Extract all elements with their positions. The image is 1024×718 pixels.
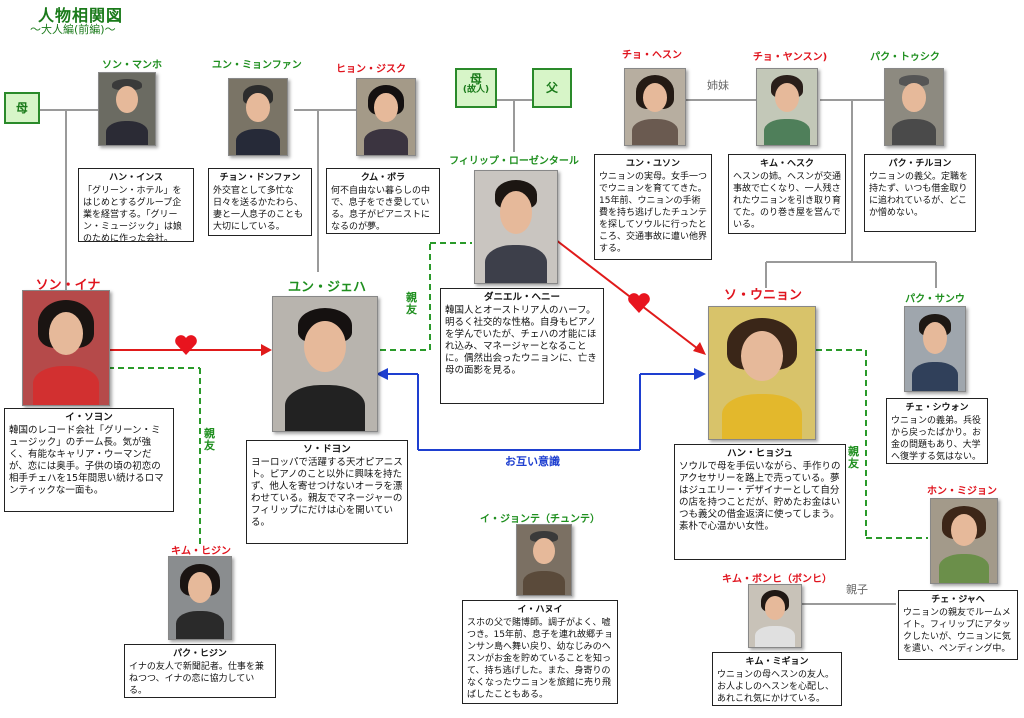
portrait-photo bbox=[98, 72, 156, 146]
sisters-label: 姉妹 bbox=[707, 79, 729, 92]
portrait-photo bbox=[272, 296, 378, 432]
mother-tag: 母 bbox=[4, 92, 40, 124]
role-name: ソン・イナ bbox=[35, 278, 101, 293]
character-card: イ・ソヨン韓国のレコード会社「グリーン・ミュージック」のチーム長。気が強く、有能… bbox=[4, 408, 174, 512]
character-card: ハン・インス「グリーン・ホテル」をはじめとするグループ企業を経営する。「グリーン… bbox=[78, 168, 194, 242]
portrait-photo bbox=[228, 78, 288, 156]
role-name: キム・ボンヒ（ボンヒ） bbox=[722, 574, 832, 585]
best-friend-label: 親友 bbox=[406, 291, 417, 316]
role-name: パク・トゥシク bbox=[870, 52, 940, 63]
deceased-mother-tag: 母(故人) bbox=[455, 68, 497, 108]
role-name: チョ・ヘスン bbox=[622, 50, 682, 61]
role-name: チョ・ヤンスン) bbox=[752, 52, 828, 63]
portrait-photo bbox=[516, 524, 572, 596]
page-subtitle: ～大人編(前編)～ bbox=[30, 23, 116, 36]
portrait-photo bbox=[624, 68, 686, 146]
character-card: パク・ヒジンイナの友人で新聞記者。仕事を兼ねつつ、イナの恋に協力している。 bbox=[124, 644, 276, 698]
heart-icon bbox=[628, 293, 650, 313]
portrait-photo bbox=[708, 306, 816, 440]
portrait-photo bbox=[22, 290, 110, 406]
portrait-photo bbox=[756, 68, 818, 146]
character-card: ユン・ユソンウニョンの実母。女手一つでウニョンを育ててきた。15年前、ウニョンの… bbox=[594, 154, 712, 260]
character-card: キム・ミギョンウニョンの母ヘスンの友人。お人よしのヘスンを心配し、あれこれ気にか… bbox=[712, 652, 842, 706]
heart-icon bbox=[175, 335, 197, 355]
father-tag: 父 bbox=[532, 68, 572, 108]
role-name: ヒョン・ジスク bbox=[336, 64, 406, 75]
parent-child-label: 親子 bbox=[846, 583, 868, 596]
role-name: ユン・ジェハ bbox=[287, 280, 366, 295]
role-name: ソン・マンホ bbox=[102, 60, 162, 71]
character-card: イ・ハヌイスホの父で賭博師。調子がよく、嘘つき。15年前、息子を連れ故郷チョンサ… bbox=[462, 600, 618, 704]
character-card: チェ・シウォンウニョンの義弟。兵役から戻ったばかり。お金の問題もあり、大学へ復学… bbox=[886, 398, 988, 464]
best-friend-label: 親友 bbox=[204, 427, 215, 452]
character-card: ダニエル・ヘニー韓国人とオーストリア人のハーフ。明るく社交的な性格。自身もピアノ… bbox=[440, 288, 604, 404]
role-name: ソ・ウニョン bbox=[723, 288, 802, 303]
portrait-photo bbox=[904, 306, 966, 392]
best-friend-label: 親友 bbox=[848, 445, 859, 470]
portrait-photo bbox=[474, 170, 558, 284]
page-title: 人物相関図 bbox=[38, 6, 124, 25]
role-name: ユン・ミョンファン bbox=[212, 60, 302, 71]
character-card: チェ・ジャヘウニョンの親友でルームメイト。フィリップにアタックしたいが、ウニョン… bbox=[898, 590, 1018, 660]
role-name: ホン・ミジョン bbox=[927, 486, 997, 497]
character-card: パク・チルヨンウニョンの義父。定職を持たず、いつも借金取りに追われているが、どこ… bbox=[864, 154, 976, 232]
character-card: キム・ヘスクヘスンの姉。ヘスンが交通事故で亡くなり、一人残されたウニョンを引き取… bbox=[728, 154, 846, 234]
character-card: ソ・ドヨンヨーロッパで活躍する天才ピアニスト。ピアノのこと以外に興味を持たず、他… bbox=[246, 440, 408, 544]
role-name: キム・ヒジン bbox=[171, 546, 231, 557]
character-card: クム・ボラ何不自由ない暮らしの中で、息子をでき愛している。息子がピアニストになる… bbox=[326, 168, 440, 234]
role-name: フィリップ・ローゼンタール bbox=[449, 156, 579, 167]
character-card: ハン・ヒョジュソウルで母を手伝いながら、手作りのアクセサリーを路上で売っている。… bbox=[674, 444, 846, 560]
portrait-photo bbox=[884, 68, 944, 146]
portrait-photo bbox=[748, 584, 802, 648]
mutual-awareness-label: お互い意識 bbox=[505, 455, 560, 468]
portrait-photo bbox=[168, 556, 232, 640]
character-card: チョン・ドンファン外交官として多忙な日々を送るかたわら、妻と一人息子のことも大切… bbox=[208, 168, 312, 236]
role-name: パク・サンウ bbox=[905, 294, 965, 305]
portrait-photo bbox=[930, 498, 998, 584]
role-name: イ・ジョンテ（チュンテ） bbox=[480, 514, 600, 525]
portrait-photo bbox=[356, 78, 416, 156]
